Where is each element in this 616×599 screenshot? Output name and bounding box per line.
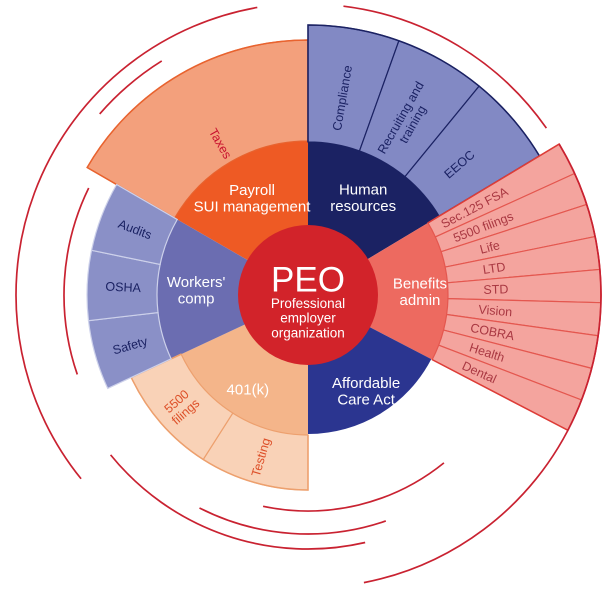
decorative-arc-6 bbox=[199, 507, 387, 535]
decorative-arc-1 bbox=[363, 143, 602, 584]
decorative-arc-3 bbox=[99, 60, 163, 115]
decorative-arc-0 bbox=[343, 5, 548, 129]
center-title: PEO bbox=[271, 260, 345, 299]
segment-workers-comp-wedge bbox=[157, 219, 308, 359]
decorative-arc-5 bbox=[109, 454, 366, 550]
decorative-arc-4 bbox=[63, 187, 90, 375]
segment-payroll-ring-outline bbox=[86, 39, 309, 219]
decorative-arc-2 bbox=[15, 6, 258, 480]
segment-benefits-admin-wedge bbox=[308, 222, 448, 360]
center-circle bbox=[238, 225, 378, 365]
segment-human-resources-ring-outline bbox=[307, 24, 541, 217]
sub-osha-label: OSHA bbox=[105, 280, 142, 296]
sub-life-label: Life bbox=[478, 238, 501, 257]
sub-audits-wedge bbox=[90, 183, 179, 266]
decorative-arc-7 bbox=[262, 462, 445, 512]
sub-ltd-label: LTD bbox=[482, 260, 506, 277]
segment-workers-comp-label: Workers'comp bbox=[167, 274, 226, 308]
sub-std-label: STD bbox=[483, 282, 508, 297]
sub-vision-label: Vision bbox=[478, 303, 513, 320]
segment-401k-label: 401(k) bbox=[227, 382, 270, 399]
segment-401k-ring-outline bbox=[130, 353, 309, 491]
